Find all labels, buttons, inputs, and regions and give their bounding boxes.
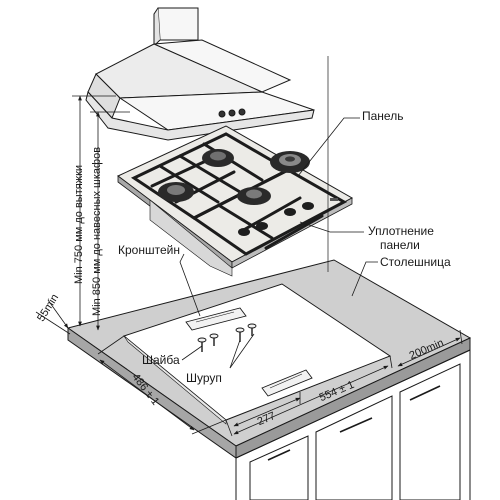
panel-label: Панель	[362, 109, 404, 123]
cabinet-clearance-label: Min 850 мм до навесных шкафов	[91, 146, 103, 316]
screw-label: Шуруп	[186, 371, 222, 385]
burners	[158, 149, 310, 205]
control-knobs	[238, 198, 338, 236]
countertop-label: Столешница	[380, 255, 451, 269]
panel-seal-label-line2: панели	[380, 238, 420, 252]
range-hood	[85, 7, 315, 141]
leader-lines	[179, 117, 378, 369]
panel-seal-label-line1: Уплотнение	[368, 224, 434, 238]
pan-supports	[130, 132, 348, 256]
bracket-label: Кронштейн	[118, 243, 180, 257]
washer-label: Шайба	[142, 353, 180, 367]
dimension-lines	[35, 56, 463, 437]
base-cabinets	[235, 349, 471, 500]
hood-clearance-label: Min 750 мм до вытяжки	[73, 164, 85, 284]
